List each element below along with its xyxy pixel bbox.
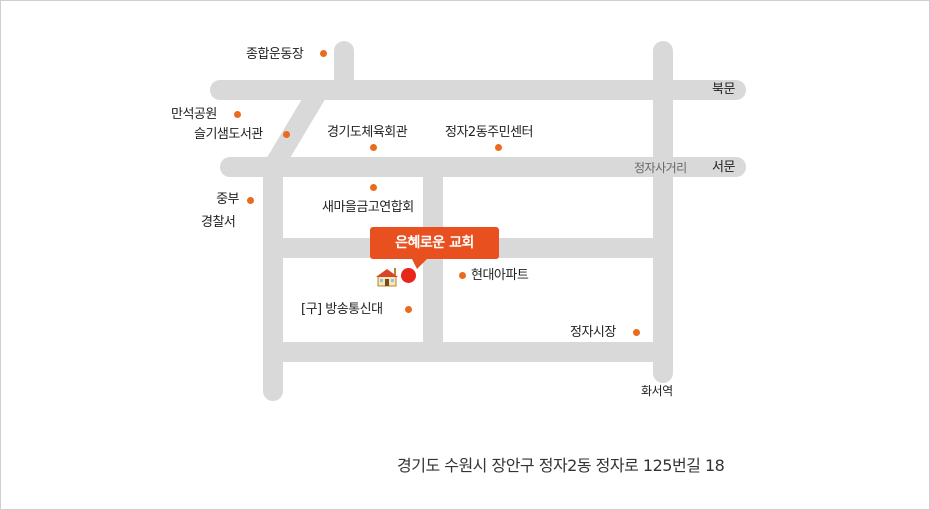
dot-saemaul-bank — [370, 184, 377, 191]
label-jeongja-market: 정자시장 — [570, 325, 616, 340]
road-diagonal — [263, 80, 329, 177]
label-seulgisaem-library: 슬기샘도서관 — [194, 127, 263, 142]
label-jeongja2-center: 정자2동주민센터 — [445, 125, 534, 140]
dot-sports-complex — [320, 50, 327, 57]
label-gyeonggi-gym: 경기도체육회관 — [327, 125, 408, 140]
dot-hyundai-apt — [459, 272, 466, 279]
dot-police-station — [247, 197, 254, 204]
destination-callout: 은혜로운 교회 — [370, 227, 499, 259]
church-icon — [376, 268, 398, 287]
dot-jeongja2-center — [495, 144, 502, 151]
label-broadcast-univ: [구] 방송통신대 — [301, 302, 383, 317]
address-text: 경기도 수원시 장안구 정자2동 정자로 125번길 18 — [397, 456, 725, 475]
dot-seulgisaem-library — [283, 131, 290, 138]
callout-pointer — [411, 257, 429, 269]
location-marker-icon — [401, 268, 416, 283]
destination-title: 은혜로운 교회 — [395, 235, 474, 251]
dot-manseok-park — [234, 111, 241, 118]
label-jeongja-intersection: 정자사거리 — [634, 161, 687, 175]
label-seomun: 서문 — [712, 160, 735, 175]
label-police-station: 경찰서 — [201, 215, 236, 230]
label-manseok-park: 만석공원 — [171, 107, 217, 122]
dot-broadcast-univ — [405, 306, 412, 313]
dot-jeongja-market — [633, 329, 640, 336]
label-bukmun: 북문 — [712, 82, 735, 97]
label-sports-complex: 종합운동장 — [246, 47, 304, 62]
dot-gyeonggi-gym — [370, 144, 377, 151]
label-hwaseo-station: 화서역 — [641, 384, 673, 398]
label-jungbu: 중부 — [216, 192, 239, 207]
label-hyundai-apt: 현대아파트 — [471, 268, 529, 283]
label-saemaul-bank: 새마을금고연합회 — [322, 200, 414, 215]
